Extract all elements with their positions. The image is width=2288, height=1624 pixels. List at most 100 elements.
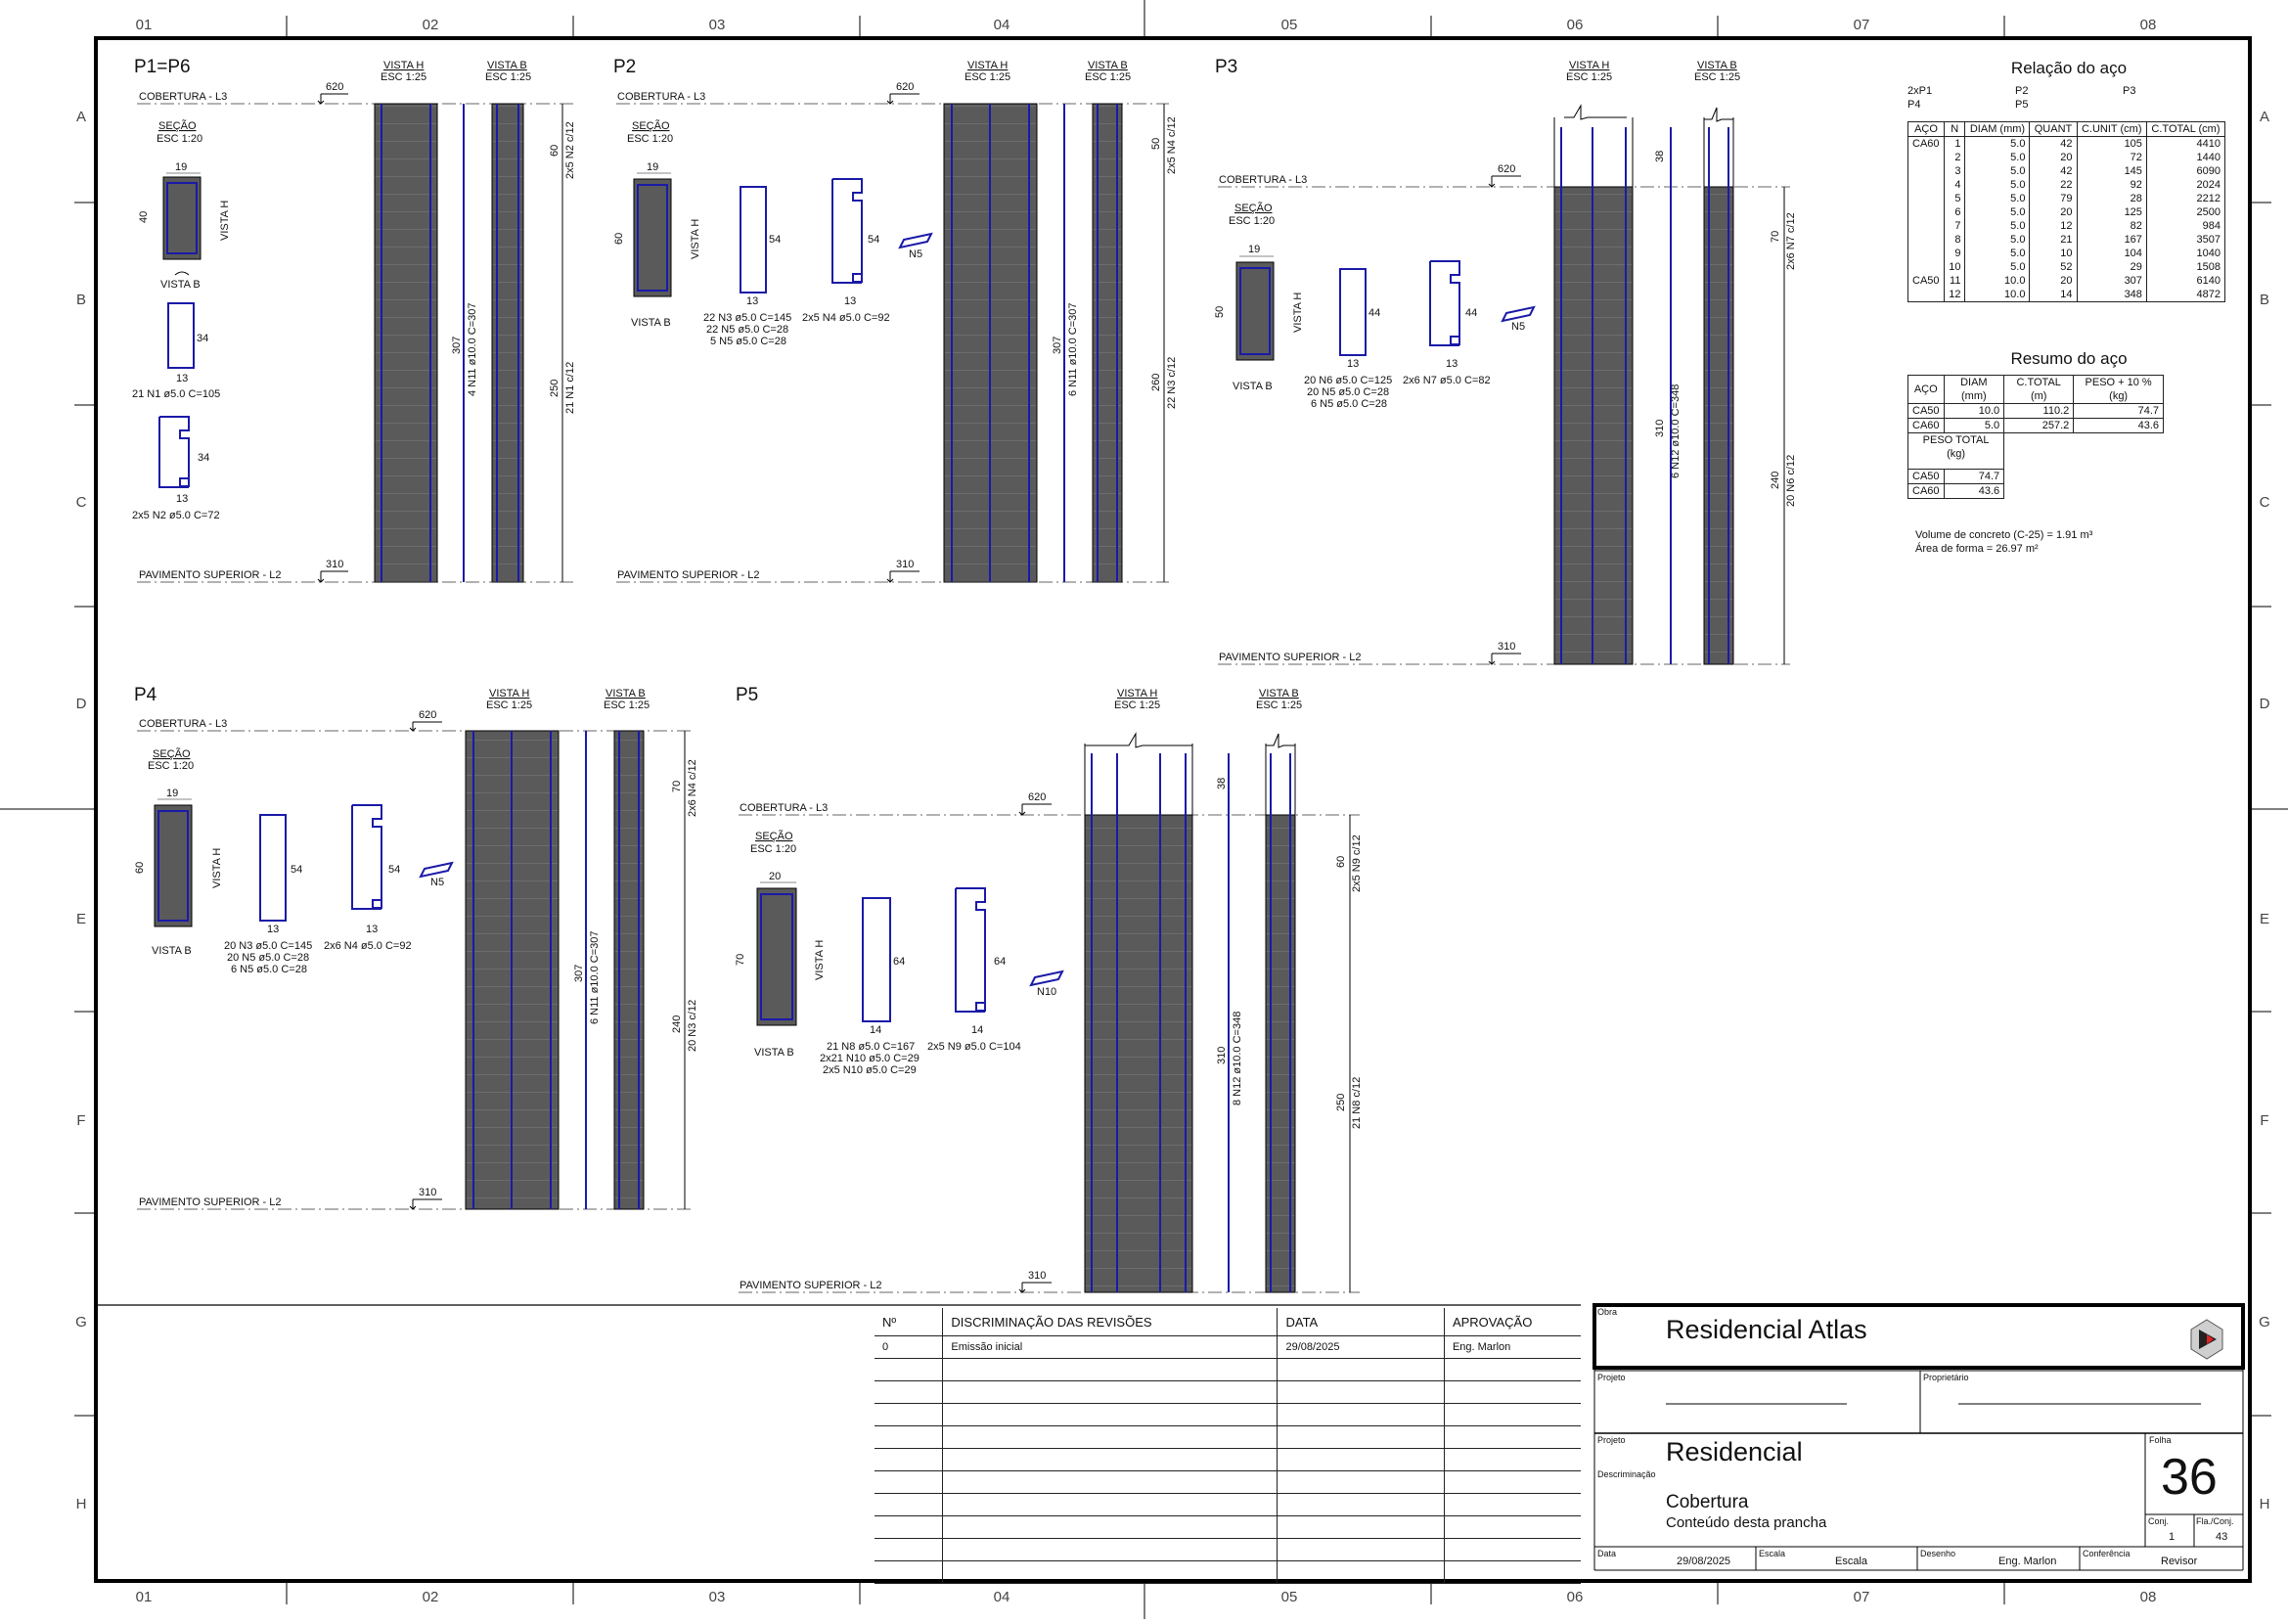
- revisions-header-cell: DISCRIMINAÇÃO DAS REVISÕES: [942, 1308, 1278, 1336]
- svg-text:02: 02: [423, 17, 439, 33]
- revisions-empty-cell: [875, 1470, 943, 1494]
- svg-text:ESC 1:20: ESC 1:20: [627, 133, 673, 145]
- svg-text:N10: N10: [1037, 986, 1056, 998]
- svg-text:54: 54: [868, 234, 879, 246]
- svg-text:G: G: [2259, 1314, 2270, 1331]
- svg-text:2x5 N2 ø5.0 C=72: 2x5 N2 ø5.0 C=72: [132, 510, 220, 521]
- relacao-cell: 125: [2076, 205, 2147, 219]
- svg-text:620: 620: [896, 81, 914, 93]
- svg-text:A: A: [2260, 109, 2269, 125]
- relacao-cell: 984: [2145, 219, 2226, 233]
- revisions-empty-cell: [1443, 1470, 1581, 1494]
- svg-text:PAVIMENTO SUPERIOR - L2: PAVIMENTO SUPERIOR - L2: [617, 569, 759, 581]
- relacao-cell: 5.0: [1964, 205, 2031, 219]
- revisions-empty-cell: [942, 1403, 1278, 1426]
- revisions-empty-cell: [1277, 1560, 1445, 1584]
- svg-text:COBERTURA - L3: COBERTURA - L3: [1219, 174, 1307, 186]
- relacao-cell: 5.0: [1964, 247, 2031, 260]
- svg-text:250: 250: [1335, 1094, 1347, 1111]
- relacao-cell: [1907, 288, 1945, 302]
- svg-text:22 N5 ø5.0 C=28: 22 N5 ø5.0 C=28: [706, 324, 788, 336]
- svg-text:20 N6 c/12: 20 N6 c/12: [1785, 455, 1797, 507]
- relacao-title: Relação do aço: [2010, 59, 2128, 77]
- relacao-cell: 167: [2076, 233, 2147, 247]
- svg-text:VISTA B: VISTA B: [1259, 688, 1299, 699]
- relacao-cell: 72: [2076, 151, 2147, 164]
- revisions-empty-row: [875, 1560, 1581, 1584]
- relacao-cell: 21: [2029, 233, 2078, 247]
- relacao-cell: 9: [1943, 247, 1966, 260]
- relacao-header-cell: AÇO: [1907, 121, 1945, 137]
- svg-text:310: 310: [1216, 1047, 1228, 1064]
- relacao-cell: 1440: [2145, 151, 2226, 164]
- relacao-cell: [1907, 164, 1945, 178]
- relacao-cell: 92: [2076, 178, 2147, 192]
- peso-cell: 43.6: [1943, 483, 2005, 499]
- revisions-empty-cell: [1277, 1448, 1445, 1471]
- relacao-cell: [1907, 192, 1945, 205]
- revisions-empty-cell: [1277, 1470, 1445, 1494]
- revisions-empty-cell: [1443, 1425, 1581, 1449]
- svg-text:38: 38: [1654, 151, 1666, 162]
- relacao-cell: 7: [1943, 219, 1966, 233]
- svg-text:21 N8 c/12: 21 N8 c/12: [1351, 1077, 1363, 1129]
- grid-row-labels-left: A B C D E F G H: [75, 109, 87, 1512]
- revisions-header-cell: Nº: [875, 1308, 943, 1336]
- svg-text:2x5 N9 c/12: 2x5 N9 c/12: [1351, 835, 1363, 892]
- svg-text:B: B: [2260, 292, 2269, 308]
- svg-text:COBERTURA - L3: COBERTURA - L3: [617, 91, 705, 103]
- svg-text:F: F: [76, 1112, 85, 1129]
- revisions-empty-cell: [1277, 1403, 1445, 1426]
- revisions-empty-cell: [1277, 1358, 1445, 1381]
- svg-text:02: 02: [423, 1589, 439, 1605]
- revisions-empty-cell: [942, 1470, 1278, 1494]
- relacao-cell: 348: [2076, 288, 2147, 302]
- revisions-empty-row: [875, 1448, 1581, 1471]
- relacao-cell: 79: [2029, 192, 2078, 205]
- revisions-empty-cell: [1443, 1358, 1581, 1381]
- svg-text:20 N5 ø5.0 C=28: 20 N5 ø5.0 C=28: [227, 952, 309, 964]
- pillar-p2: P2 COBERTURA - L3 PAVIMENTO SUPERIOR - L…: [613, 57, 1178, 583]
- svg-text:05: 05: [1281, 17, 1298, 33]
- resumo-cell: 43.6: [2073, 418, 2164, 433]
- relacao-cell: 4: [1943, 178, 1966, 192]
- svg-text:54: 54: [388, 864, 400, 876]
- svg-text:20 N3 c/12: 20 N3 c/12: [687, 1000, 698, 1052]
- svg-text:620: 620: [1498, 163, 1515, 175]
- relacao-cell: [1907, 247, 1945, 260]
- svg-text:20 N5 ø5.0 C=28: 20 N5 ø5.0 C=28: [1307, 386, 1389, 398]
- svg-text:6 N12 ø10.0 C=348: 6 N12 ø10.0 C=348: [1670, 384, 1682, 478]
- svg-text:VISTA B: VISTA B: [1088, 60, 1128, 71]
- svg-text:310: 310: [326, 559, 343, 570]
- revisions-empty-cell: [1443, 1448, 1581, 1471]
- revisions-empty-cell: [1443, 1403, 1581, 1426]
- svg-text:54: 54: [769, 234, 781, 246]
- relacao-cell: 20: [2029, 151, 2078, 164]
- svg-text:N5: N5: [430, 877, 444, 888]
- peso-cell: CA60: [1907, 483, 1945, 499]
- svg-text:310: 310: [1028, 1270, 1046, 1282]
- svg-text:50: 50: [1150, 138, 1162, 150]
- svg-text:B: B: [76, 292, 86, 308]
- revisions-empty-cell: [1277, 1538, 1445, 1561]
- svg-text:07: 07: [1854, 1589, 1870, 1605]
- relacao-cell: 145: [2076, 164, 2147, 178]
- resumo-cell: CA60: [1907, 418, 1945, 433]
- svg-text:19: 19: [175, 161, 187, 173]
- relacao-cell: 5.0: [1964, 136, 2031, 151]
- relacao-cell: 52: [2029, 260, 2078, 274]
- svg-text:620: 620: [326, 81, 343, 93]
- relacao-cell: 2024: [2145, 178, 2226, 192]
- svg-text:VISTA B: VISTA B: [1697, 60, 1737, 71]
- relacao-cell: CA60: [1907, 136, 1945, 151]
- relacao-cell: 20: [2029, 274, 2078, 288]
- svg-text:21 N1 c/12: 21 N1 c/12: [564, 362, 576, 414]
